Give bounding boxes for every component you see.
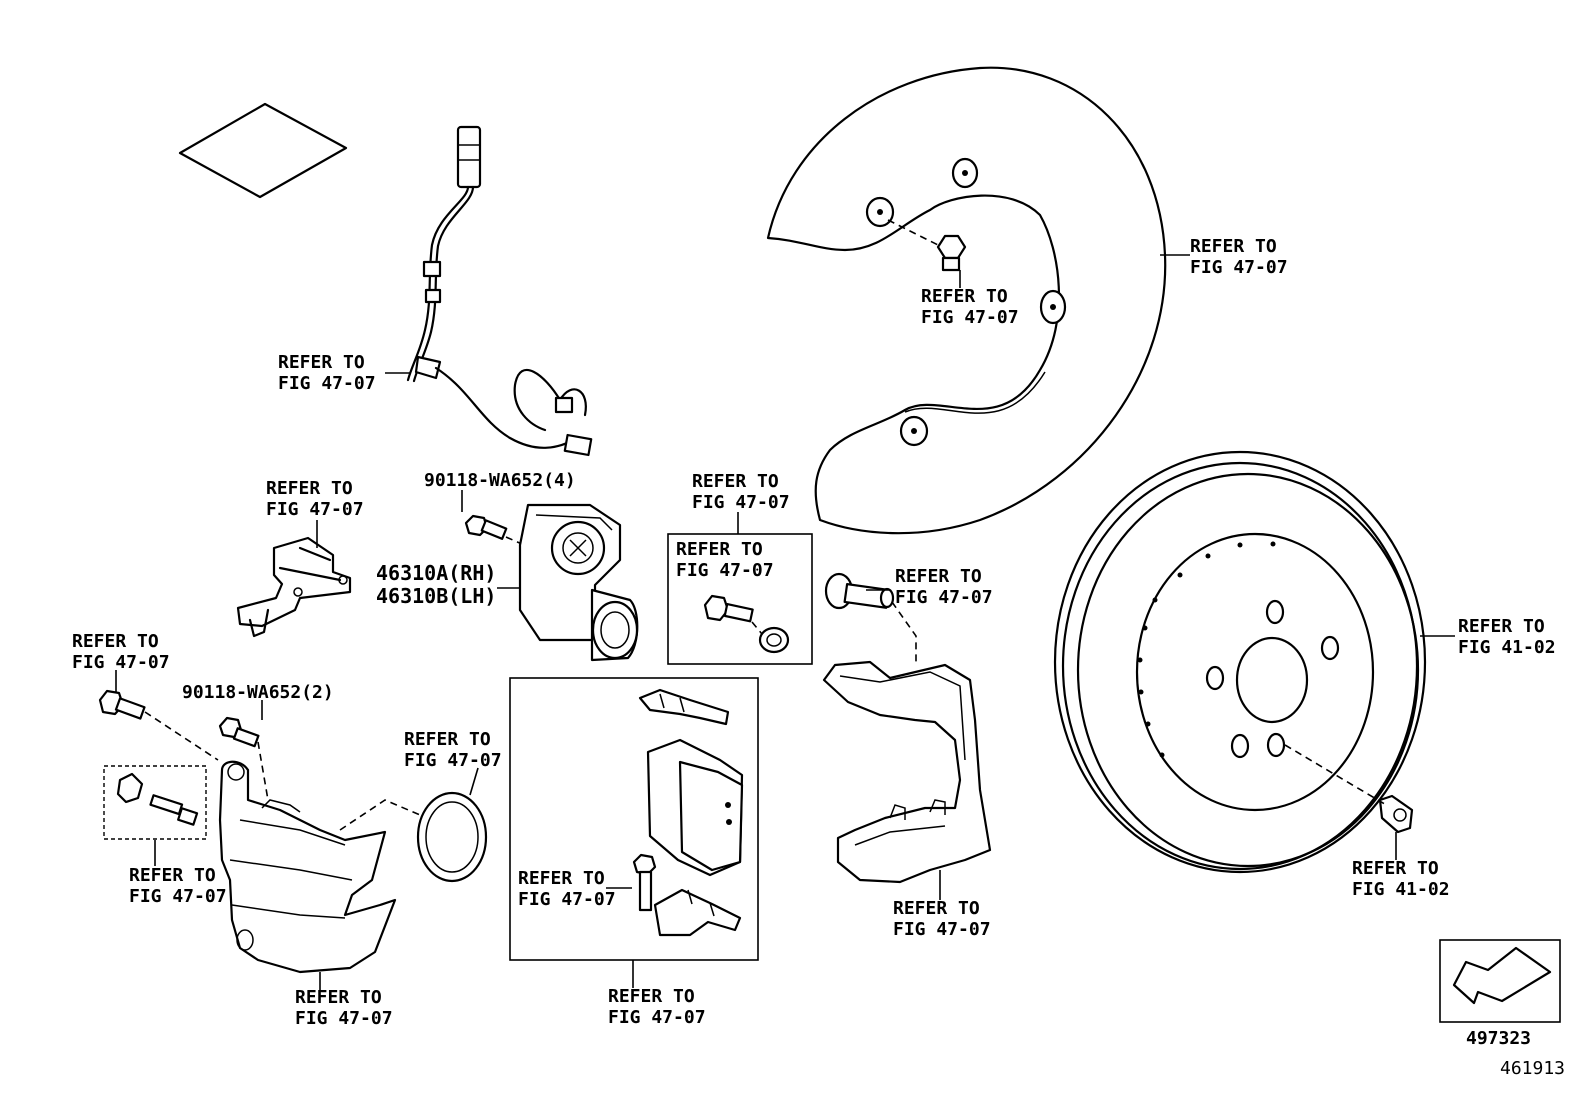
label-fig-mountbolt: FIG 47-07 (895, 587, 993, 608)
parking-motor-part[interactable] (518, 503, 639, 662)
label-bolt-4: 90118-WA652(4) (424, 470, 576, 491)
label-refer-seal: REFER TO (404, 729, 491, 750)
caliper-body-part[interactable] (218, 760, 397, 974)
label-fig-rotor: FIG 41-02 (1458, 637, 1556, 658)
label-fig-seal: FIG 47-07 (404, 750, 502, 771)
label-fig-pin-2: FIG 47-07 (676, 560, 774, 581)
rotor-vent-holes (1137, 541, 1276, 758)
guide-pin-box (667, 533, 813, 665)
label-motor-rh: 46310A(RH) (376, 561, 496, 585)
label-fig-sensor-1: FIG 47-07 (278, 373, 376, 394)
dust-shield-part[interactable] (766, 66, 1167, 535)
brake-pad-part[interactable] (646, 738, 744, 877)
pin-boot-part[interactable] (758, 626, 790, 654)
label-refer-shieldbolt: REFER TO (921, 286, 1008, 307)
label-fig-shield: FIG 47-07 (1190, 257, 1288, 278)
ref-code-2: 461913 (1500, 1058, 1565, 1079)
label-fig-caliper: FIG 47-07 (295, 1008, 393, 1029)
shield-bolt-part[interactable] (936, 234, 967, 272)
label-bolt-2: 90118-WA652(2) (182, 682, 334, 703)
pad-bolt-part[interactable] (632, 853, 657, 912)
label-refer-shield: REFER TO (1190, 236, 1277, 257)
label-fig-shieldbolt: FIG 47-07 (921, 307, 1019, 328)
gasket-sheet-part[interactable] (178, 102, 348, 199)
pad-clip-upper-part[interactable] (638, 688, 730, 726)
label-refer-mountbracket: REFER TO (893, 898, 980, 919)
front-direction-box (1439, 939, 1561, 1023)
pad-clip-lower-part[interactable] (653, 888, 742, 937)
label-refer-pin-1: REFER TO (692, 471, 779, 492)
front-direction-arrow-icon (1452, 946, 1552, 1005)
bleeder-screw-part[interactable] (149, 794, 199, 826)
caliper-bolt-left-part[interactable] (98, 689, 146, 720)
label-refer-bleeder: REFER TO (129, 865, 216, 886)
pad-kit-box (509, 677, 759, 961)
caliper-mounting-bracket-part[interactable] (822, 660, 992, 884)
label-refer-rotor: REFER TO (1458, 616, 1545, 637)
label-refer-padbolt: REFER TO (518, 868, 605, 889)
label-fig-padbolt: FIG 47-07 (518, 889, 616, 910)
bolt-2-part[interactable] (218, 716, 260, 748)
label-refer-rotorscrew: REFER TO (1352, 858, 1439, 879)
leader-lines (115, 254, 1455, 990)
label-refer-bracket-1: REFER TO (266, 478, 353, 499)
label-fig-caliperbolt: FIG 47-07 (72, 652, 170, 673)
label-refer-sensor-1: REFER TO (278, 352, 365, 373)
bleeder-cap-part[interactable] (116, 772, 144, 804)
ref-code-1: 497323 (1466, 1028, 1531, 1049)
label-refer-padkit: REFER TO (608, 986, 695, 1007)
label-fig-rotorscrew: FIG 41-02 (1352, 879, 1450, 900)
label-refer-caliperbolt: REFER TO (72, 631, 159, 652)
rotor-screw-part[interactable] (1378, 794, 1414, 834)
label-motor-lh: 46310B(LH) (376, 584, 496, 608)
guide-pin-part[interactable] (703, 594, 754, 623)
bleeder-box (103, 765, 207, 840)
label-fig-pin-1: FIG 47-07 (692, 492, 790, 513)
label-refer-caliper: REFER TO (295, 987, 382, 1008)
label-fig-bleeder: FIG 47-07 (129, 886, 227, 907)
bolt-4-part[interactable] (464, 514, 508, 540)
label-fig-padkit: FIG 47-07 (608, 1007, 706, 1028)
wear-sensor-wire-part[interactable] (406, 125, 593, 457)
label-fig-mountbracket: FIG 47-07 (893, 919, 991, 940)
label-fig-bracket-1: FIG 47-07 (266, 499, 364, 520)
label-refer-pin-2: REFER TO (676, 539, 763, 560)
label-refer-mountbolt: REFER TO (895, 566, 982, 587)
brake-rotor-part[interactable] (1053, 450, 1427, 874)
piston-seal-part[interactable] (416, 791, 488, 883)
mounting-bolt-part[interactable] (824, 572, 895, 610)
bracket-part[interactable] (236, 536, 352, 638)
